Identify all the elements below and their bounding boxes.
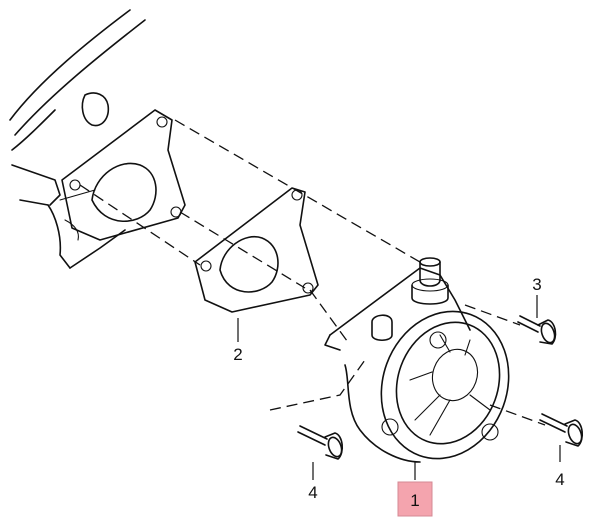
engine-block xyxy=(9,9,146,269)
engine-flange xyxy=(61,109,186,241)
callout-leaders xyxy=(237,295,561,480)
bolt-3 xyxy=(517,315,557,345)
bolt-4-left xyxy=(297,425,344,460)
callout-2-label[interactable]: 2 xyxy=(233,345,242,364)
alignment-lines xyxy=(79,119,546,426)
callout-3-label[interactable]: 3 xyxy=(532,275,541,294)
bolt-4-right xyxy=(539,413,584,447)
callout-4-right-label[interactable]: 4 xyxy=(555,470,564,489)
callout-4-left-label[interactable]: 4 xyxy=(308,483,317,502)
callout-1-highlight xyxy=(397,481,433,517)
gasket xyxy=(194,187,319,313)
vacuum-pump xyxy=(324,257,510,463)
callout-1-label[interactable]: 1 xyxy=(410,491,419,510)
